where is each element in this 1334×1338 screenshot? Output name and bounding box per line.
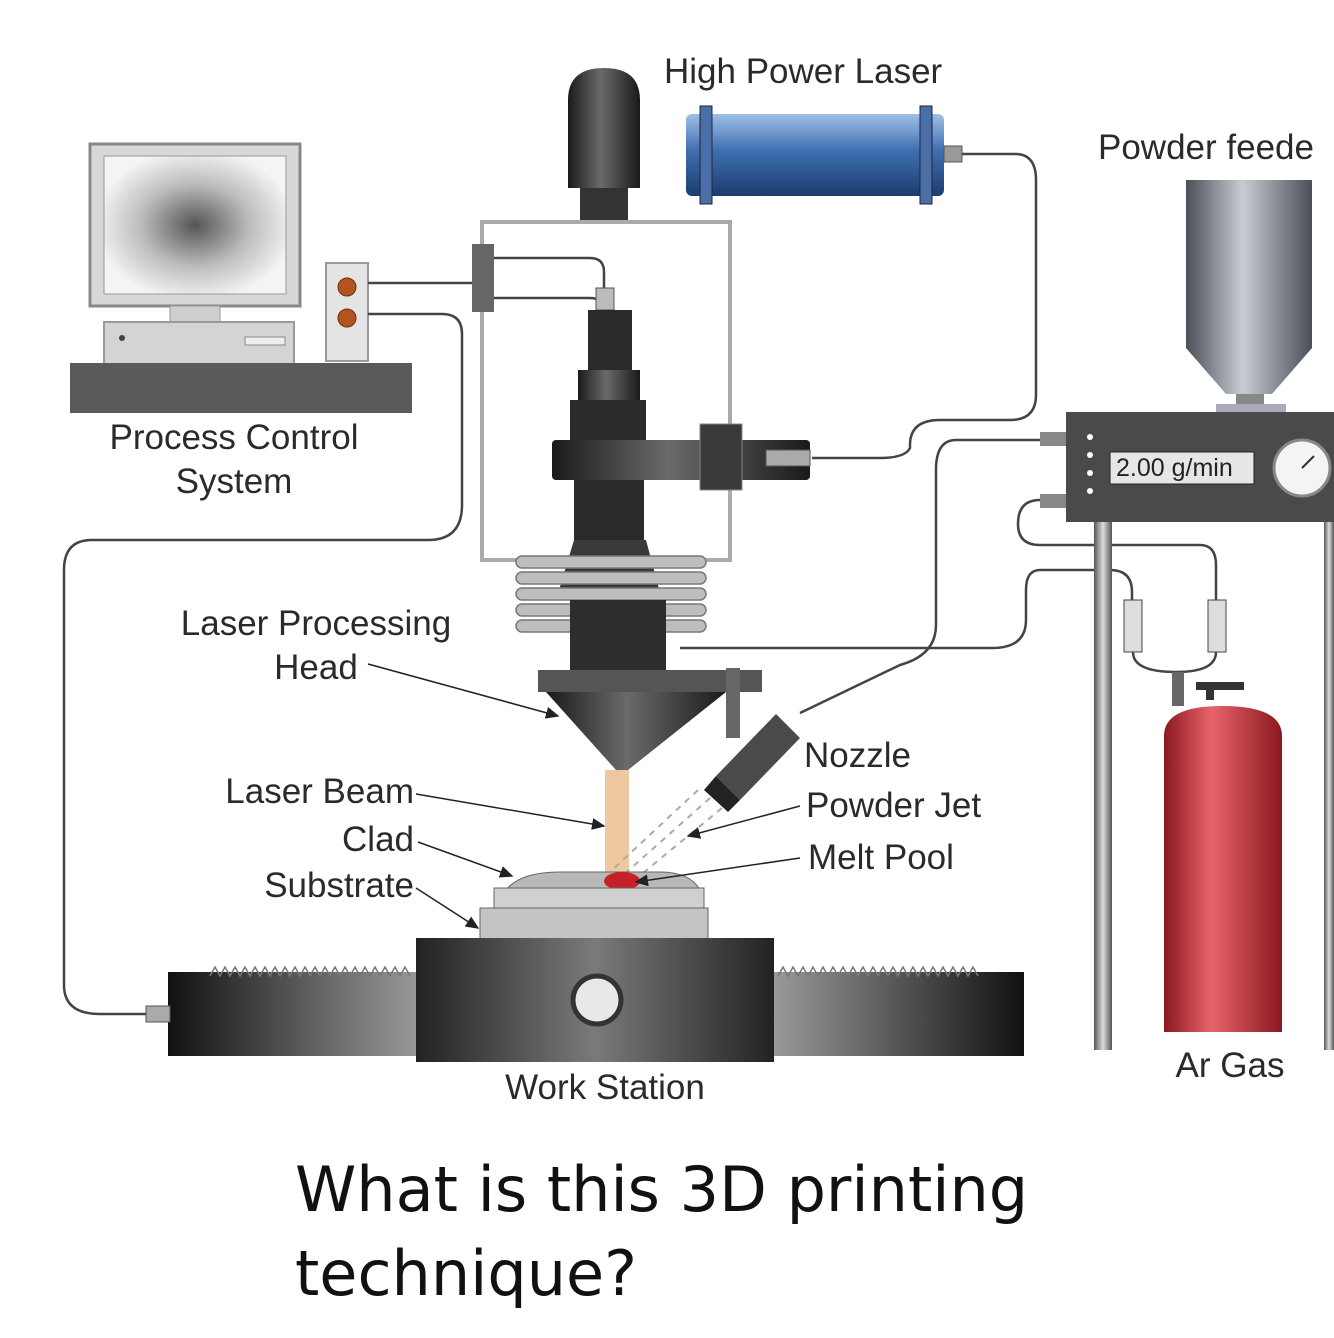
label-substrate: Substrate [264, 866, 414, 905]
feeder-leg-right [1324, 522, 1334, 1050]
label-work-station: Work Station [505, 1068, 705, 1107]
substrate-plate [493, 887, 705, 911]
label-powder-feeder: Powder feede [1098, 128, 1314, 167]
rack-teeth-left [209, 965, 411, 978]
label-nozzle: Nozzle [804, 736, 911, 775]
label-ar-gas: Ar Gas [1175, 1046, 1285, 1085]
label-clad: Clad [342, 820, 414, 859]
question-line-2: technique? [295, 1237, 638, 1310]
powder-hopper [1186, 180, 1312, 418]
flow-meters [1123, 599, 1227, 674]
label-laser-processing-head-2: Head [274, 648, 358, 687]
powder-nozzle [704, 668, 800, 812]
desk [70, 363, 412, 413]
label-process-control-system: System [175, 462, 293, 501]
computer-monitor [88, 142, 302, 325]
laser-tube [686, 105, 963, 205]
rail-connector [145, 1005, 171, 1023]
laser-processing-head [552, 287, 811, 600]
melt-pool [604, 872, 640, 890]
computer-base [103, 321, 295, 365]
question-text: What is this 3D printing technique? [295, 1148, 1295, 1316]
label-high-power-laser: High Power Laser [664, 52, 943, 91]
flow-rate-display: 2.00 g/min [1116, 454, 1233, 482]
feeder-leg-left [1094, 522, 1112, 1050]
label-laser-processing-head: Laser Processing [180, 604, 452, 643]
substrate-base [479, 907, 709, 943]
laser-beam [605, 770, 629, 878]
label-laser-beam: Laser Beam [225, 772, 414, 811]
clad-track [504, 871, 701, 891]
argon-cylinder [1164, 672, 1282, 1032]
controller-box [325, 262, 369, 362]
rack-teeth-right [777, 965, 979, 978]
label-melt-pool: Melt Pool [808, 838, 954, 877]
stage-knob [570, 973, 624, 1027]
nozzle-cone [538, 600, 762, 770]
leader-lines [367, 663, 801, 929]
beam-delivery-column [568, 68, 640, 220]
label-powder-jet: Powder Jet [806, 786, 982, 825]
powder-jet [609, 789, 723, 883]
question-line-1: What is this 3D printing [295, 1153, 1029, 1226]
feeder-unit [1040, 412, 1334, 522]
frame-connector [472, 244, 494, 312]
label-process-control: Process Control [109, 418, 359, 457]
